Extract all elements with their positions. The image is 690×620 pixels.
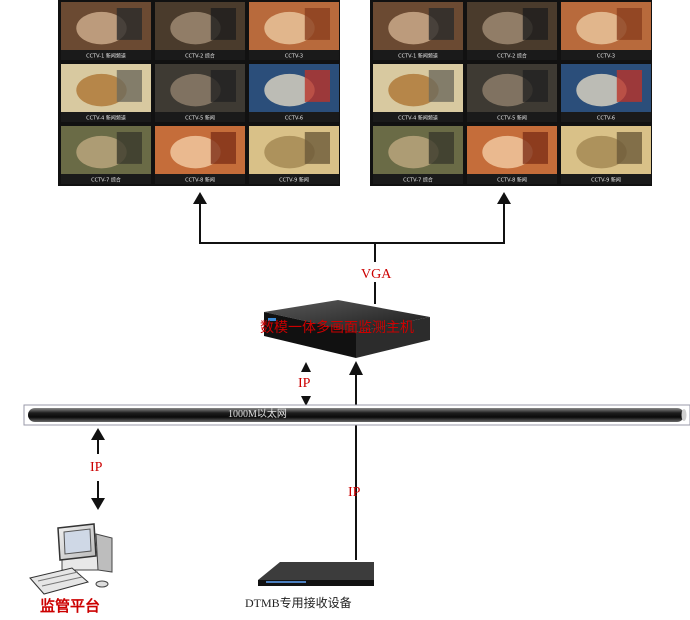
video-tile: CCTV-7 综合 [61,126,151,184]
video-tile: CCTV-8 新闻 [467,126,557,184]
video-tile-caption: CCTV-6 [285,116,303,122]
video-tile: CCTV-7 综合 [373,126,463,184]
arrow-head-up-right [497,192,511,204]
video-tile-caption: CCTV-5 新闻 [185,115,215,122]
video-tile: CCTV-6 [561,64,651,122]
video-tile: CCTV-4 新闻频道 [373,64,463,122]
video-tile-caption: CCTV-1 新闻频道 [86,53,126,60]
video-tile: CCTV-9 新闻 [249,126,339,184]
receiver-to-host-link [349,361,363,560]
video-tile-caption: CCTV-4 新闻频道 [398,115,438,122]
computer-icon [29,523,113,595]
video-tile-caption: CCTV-2 综合 [497,53,527,60]
host-backbone-arrow [301,362,311,406]
video-tile-caption: CCTV-4 新闻频道 [86,115,126,122]
ip-label-host: IP [298,376,311,391]
dtmb-receiver [258,562,374,586]
video-tile: CCTV-2 综合 [155,2,245,60]
platform-backbone-arrow [91,428,105,510]
video-tile-caption: CCTV-9 新闻 [279,177,309,184]
video-tile: CCTV-5 新闻 [155,64,245,122]
video-tile-caption: CCTV-2 综合 [185,53,215,60]
video-tile: CCTV-3 [249,2,339,60]
video-tile: CCTV-5 新闻 [467,64,557,122]
monitoring-platform-label: 监管平台 [40,599,101,615]
monitoring-host [264,300,430,358]
video-tile-caption: CCTV-3 [597,54,615,60]
video-tile-caption: CCTV-7 综合 [91,177,121,184]
ethernet-label: 1000M以太网 [228,409,287,420]
video-tile-caption: CCTV-5 新闻 [497,115,527,122]
video-tile: CCTV-6 [249,64,339,122]
video-tile-caption: CCTV-6 [597,116,615,122]
video-tile: CCTV-2 综合 [467,2,557,60]
monitoring-host-label: 数模一体多画面监测主机 [260,321,414,336]
video-tile: CCTV-1 新闻频道 [61,2,151,60]
video-tile-caption: CCTV-1 新闻频道 [398,53,438,60]
ip-label-receiver: IP [348,485,361,500]
video-tile: CCTV-1 新闻频道 [373,2,463,60]
video-tile: CCTV-8 新闻 [155,126,245,184]
video-tile-caption: CCTV-8 新闻 [185,177,215,184]
vga-connector [199,198,505,304]
video-tile-caption: CCTV-9 新闻 [591,177,621,184]
video-tile-caption: CCTV-8 新闻 [497,177,527,184]
ip-label-platform: IP [90,460,103,475]
ethernet-backbone [23,404,690,426]
video-tile: CCTV-9 新闻 [561,126,651,184]
arrow-head-up-left [193,192,207,204]
video-tile: CCTV-4 新闻频道 [61,64,151,122]
video-tile: CCTV-3 [561,2,651,60]
video-tile-caption: CCTV-7 综合 [403,177,433,184]
vga-label: VGA [361,267,392,282]
video-tile-caption: CCTV-3 [285,54,303,60]
dtmb-receiver-label: DTMB专用接收设备 [245,596,352,610]
